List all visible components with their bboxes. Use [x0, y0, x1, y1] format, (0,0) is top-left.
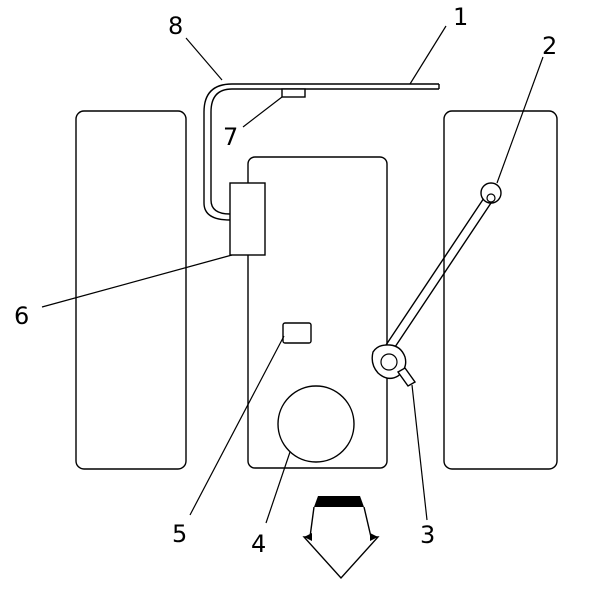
- right-panel: [443, 110, 558, 470]
- callout-5: 5: [172, 520, 187, 548]
- callout-8: 8: [168, 12, 183, 40]
- leader-5: [189, 335, 285, 516]
- leader-1: [409, 25, 447, 85]
- center-body: [247, 156, 388, 469]
- leader-6: [41, 254, 233, 308]
- leader-7: [242, 96, 283, 128]
- tube-assembly: [203, 83, 440, 221]
- rod: [379, 194, 494, 360]
- callout-4: 4: [251, 530, 266, 558]
- leader-2: [496, 56, 544, 184]
- module-6: [229, 182, 266, 256]
- ball-joint-2-inner: [486, 193, 496, 203]
- leader-3: [411, 384, 428, 521]
- hub-3: [371, 344, 417, 387]
- ball-joint-2: [480, 182, 502, 204]
- leader-8: [185, 37, 223, 81]
- circle-4: [277, 385, 355, 463]
- sensor-5: [282, 322, 312, 344]
- callout-6: 6: [14, 302, 29, 330]
- callout-2: 2: [542, 32, 557, 60]
- arrow-down-icon: [302, 496, 380, 580]
- callout-7: 7: [223, 123, 238, 151]
- left-panel: [75, 110, 187, 470]
- leader-4: [265, 451, 291, 524]
- callout-3: 3: [420, 521, 435, 549]
- callout-1: 1: [453, 3, 468, 31]
- clip-7: [281, 88, 306, 98]
